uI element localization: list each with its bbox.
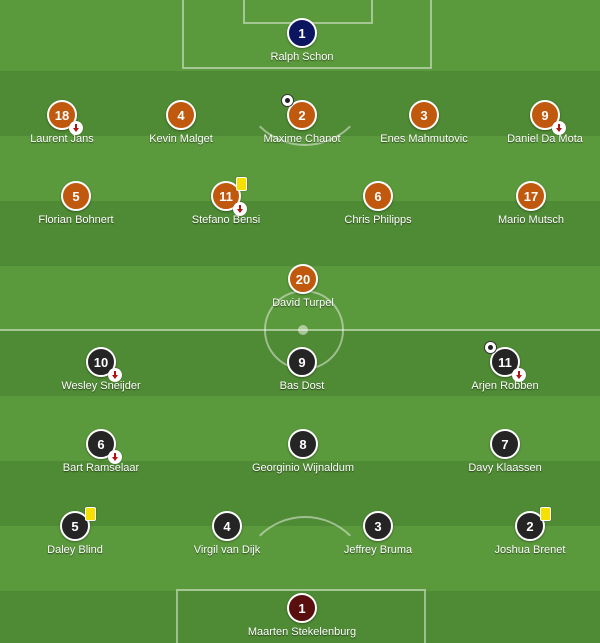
player-name: Bas Dost <box>279 380 325 392</box>
goal-ball-icon <box>484 341 497 354</box>
goal-ball-icon <box>281 94 294 107</box>
substitution-off-icon <box>108 450 122 464</box>
player-name: Maarten Stekelenburg <box>247 626 357 638</box>
substitution-off-icon <box>233 202 247 216</box>
player-name: Bart Ramselaar <box>62 462 140 474</box>
pitch-stripe <box>0 136 600 201</box>
shirt-number-badge: 1 <box>287 593 317 623</box>
substitution-off-icon <box>108 368 122 382</box>
shirt-number-badge: 7 <box>490 429 520 459</box>
center-spot <box>298 325 308 335</box>
shirt-number-badge: 9 <box>287 347 317 377</box>
shirt-number-badge: 3 <box>409 100 439 130</box>
player-name: Joshua Brenet <box>494 544 566 556</box>
player-name: Georginio Wijnaldum <box>251 462 355 474</box>
yellow-card-icon <box>540 507 551 521</box>
shirt-number-badge: 17 <box>516 181 546 211</box>
shirt-number-badge: 6 <box>363 181 393 211</box>
player-name: Davy Klaassen <box>468 462 542 474</box>
player-name: Florian Bohnert <box>38 214 114 226</box>
substitution-off-icon <box>512 368 526 382</box>
player-name: Chris Philipps <box>344 214 412 226</box>
shirt-number-badge: 8 <box>288 429 318 459</box>
player-name: Stefano Bensi <box>191 214 261 226</box>
player-name: David Turpel <box>272 297 334 309</box>
shirt-number-badge: 20 <box>288 264 318 294</box>
player-name: Jeffrey Bruma <box>343 544 413 556</box>
bottom-penalty-arc <box>240 516 370 643</box>
pitch-stripe <box>0 201 600 266</box>
shirt-number-badge: 2 <box>287 100 317 130</box>
shirt-number-badge: 4 <box>166 100 196 130</box>
pitch-stripe <box>0 461 600 526</box>
player-name: Daley Blind <box>47 544 103 556</box>
shirt-number-badge: 4 <box>212 511 242 541</box>
shirt-number-badge: 1 <box>287 18 317 48</box>
player-name: Enes Mahmutovic <box>380 133 468 145</box>
player-name: Laurent Jans <box>30 133 94 145</box>
player-name: Ralph Schon <box>270 51 334 63</box>
player-name: Maxime Chanot <box>263 133 341 145</box>
top-penalty-arc <box>240 16 370 146</box>
substitution-off-icon <box>69 121 83 135</box>
bottom-penalty-box <box>176 589 426 643</box>
shirt-number-badge: 5 <box>61 181 91 211</box>
player-name: Arjen Robben <box>471 380 539 392</box>
shirt-number-badge: 3 <box>363 511 393 541</box>
shirt-number-badge: 6 <box>86 429 116 459</box>
shirt-number-badge: 18 <box>47 100 77 130</box>
player-name: Kevin Malget <box>149 133 213 145</box>
player-name: Daniel Da Mota <box>507 133 583 145</box>
player-name: Mario Mutsch <box>497 214 565 226</box>
player-name: Wesley Sneijder <box>61 380 141 392</box>
shirt-number-badge: 2 <box>515 511 545 541</box>
shirt-number-badge: 10 <box>86 347 116 377</box>
yellow-card-icon <box>85 507 96 521</box>
player-name: Virgil van Dijk <box>193 544 261 556</box>
substitution-off-icon <box>552 121 566 135</box>
yellow-card-icon <box>236 177 247 191</box>
